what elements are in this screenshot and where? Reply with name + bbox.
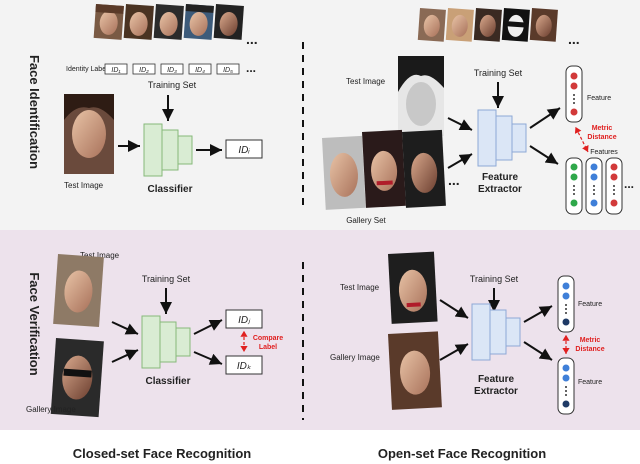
classifier-block	[143, 123, 193, 177]
metric-distance-arrow	[574, 126, 589, 153]
training-set-label: Training Set	[148, 80, 197, 90]
test-feature-vector	[565, 65, 583, 123]
training-faces-open	[417, 8, 558, 42]
gallery-image-label-br: Gallery Image	[330, 353, 380, 362]
identity-label-boxes: ID₁ ID₂ ID₃ ID₄ ID₅	[104, 63, 240, 75]
test-face-image	[64, 94, 114, 174]
classifier-label: Classifier	[147, 184, 192, 195]
output-id-label: IDᵢ	[238, 145, 250, 156]
feature-arrow-bottom	[529, 145, 559, 165]
classifier-label-bl: Classifier	[145, 376, 190, 387]
verification-band	[0, 230, 640, 430]
id-label-4: ID₄	[195, 67, 205, 74]
feature-extractor-label-1: Feature	[482, 172, 519, 183]
feature-extractor-block	[477, 109, 527, 167]
output-label-k: IDₖ	[237, 361, 252, 372]
training-ellipsis-open: ...	[568, 31, 580, 47]
output-arrow-j	[193, 319, 223, 335]
metric-distance-label-br-2: Distance	[575, 346, 604, 353]
test-arrow-br	[439, 299, 469, 319]
test-arrow-open	[447, 117, 473, 131]
features-label: Features	[590, 149, 618, 156]
classifier-block-bl	[141, 315, 191, 369]
panel-closed-identification: ... Identity Label ID₁ ID₂ ID₃ ID₄ ID₅ .…	[64, 4, 263, 195]
feature-extractor-block-br	[471, 303, 521, 361]
column-label-closed-set: Closed-set Face Recognition	[73, 446, 251, 461]
gallery-image-label-bl: Gallery Image	[26, 405, 76, 414]
column-label-open-set: Open-set Face Recognition	[378, 446, 546, 461]
feature-arrow-br-top	[523, 305, 553, 323]
features-ellipsis: ...	[624, 177, 634, 191]
id-label-2: ID₂	[139, 67, 149, 74]
gallery-ellipsis: ...	[448, 172, 460, 188]
test-face-image-bl	[53, 254, 104, 328]
gallery-set-faces	[322, 129, 446, 210]
output-arrow-k	[193, 351, 223, 365]
test-image-label-br: Test Image	[340, 283, 380, 292]
metric-distance-label-2: Distance	[587, 134, 616, 141]
metric-distance-label-br-1: Metric	[580, 337, 601, 344]
feature-label-br-top: Feature	[578, 301, 602, 308]
training-ellipsis: ...	[246, 31, 258, 47]
id-label-3: ID₃	[167, 67, 177, 74]
feature-extractor-label-br-1: Feature	[478, 374, 515, 385]
feature-extractor-label-br-2: Extractor	[474, 386, 518, 397]
gallery-set-label: Gallery Set	[346, 216, 386, 225]
id-label-5: ID₅	[223, 67, 233, 74]
test-image-label-open: Test Image	[346, 77, 386, 86]
feature-label-open: Feature	[587, 95, 611, 102]
gallery-feature-vectors	[565, 157, 623, 215]
output-label-j: IDⱼ	[238, 315, 251, 326]
identity-ellipsis: ...	[246, 61, 256, 75]
test-face-image-open	[398, 56, 444, 136]
training-set-label-open: Training Set	[474, 68, 523, 78]
test-face-image-br	[388, 251, 438, 324]
gallery-face-image-bl	[50, 338, 104, 418]
gallery-arrow-bl	[111, 349, 139, 363]
row-label-verification: Face Verification	[27, 272, 42, 375]
gallery-face-image-br	[388, 331, 442, 410]
compare-label-2: Label	[259, 344, 277, 351]
panel-closed-verification: Test Image Gallery Image Training Set Cl…	[26, 251, 283, 418]
training-set-label-bl: Training Set	[142, 274, 191, 284]
identity-label-caption: Identity Label	[66, 66, 108, 73]
metric-distance-label-1: Metric	[592, 125, 613, 132]
output-box-j	[225, 309, 263, 329]
gallery-arrow-br	[439, 343, 469, 361]
compare-label-1: Compare	[253, 335, 283, 342]
panel-open-identification: ... Test Image Training Set ... Gallery …	[322, 8, 634, 225]
feature-extractor-label-2: Extractor	[478, 184, 522, 195]
row-label-identification: Face Identification	[27, 55, 42, 169]
gallery-arrow-open	[447, 153, 473, 169]
feature-label-br-bottom: Feature	[578, 379, 602, 386]
id-label-1: ID₁	[111, 67, 121, 74]
test-image-label-bl: Test Image	[80, 251, 120, 260]
output-box-k	[225, 355, 263, 375]
feature-arrow-br-bottom	[523, 341, 553, 361]
training-set-label-br: Training Set	[470, 274, 519, 284]
output-id-box	[225, 139, 263, 159]
panel-open-verification: Test Image Gallery Image Training Set Fe…	[330, 251, 605, 415]
training-faces	[93, 4, 244, 40]
test-feature-vector-br	[557, 275, 575, 333]
gallery-feature-vector-br	[557, 357, 575, 415]
test-image-label: Test Image	[64, 181, 104, 190]
test-arrow-bl	[111, 321, 139, 335]
feature-arrow-top	[529, 107, 561, 129]
